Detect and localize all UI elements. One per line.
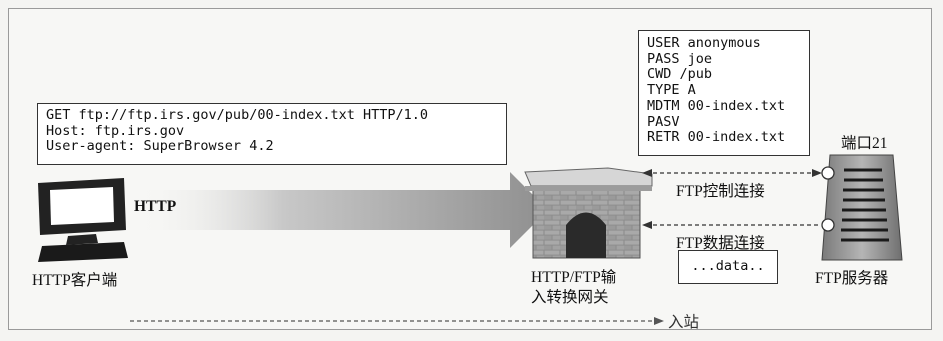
ftp-server-icon bbox=[821, 154, 903, 261]
ftp-command: PASV bbox=[647, 113, 680, 130]
gateway-label-line2: 入转换网关 bbox=[531, 289, 609, 306]
ftp-command: MDTM 00-index.txt bbox=[647, 97, 786, 114]
request-line: GET ftp://ftp.irs.gov/pub/00-index.txt H… bbox=[46, 107, 429, 123]
data-connection-label: FTP数据连接 bbox=[676, 235, 765, 252]
control-connection-line bbox=[642, 169, 822, 177]
ftp-command: RETR 00-index.txt bbox=[647, 129, 786, 146]
ftp-command: USER anonymous bbox=[647, 35, 761, 51]
control-connection-label: FTP控制连接 bbox=[676, 183, 765, 200]
data-box-label: ...data.. bbox=[691, 258, 765, 275]
ftp-command: CWD /pub bbox=[647, 66, 713, 83]
ftp-command: PASS joe bbox=[647, 50, 713, 67]
gateway-label-line1: HTTP/FTP输 bbox=[531, 269, 617, 286]
http-arrow bbox=[140, 172, 548, 248]
gateway-arch-icon bbox=[524, 167, 653, 259]
data-connection-line bbox=[642, 221, 818, 229]
port-label: 端口21 bbox=[841, 135, 888, 152]
user-agent-header: User-agent: SuperBrowser 4.2 bbox=[46, 138, 274, 154]
ftp-server-label: FTP服务器 bbox=[815, 270, 889, 287]
data-transfer-box: ...data.. bbox=[678, 250, 778, 284]
ftp-command: TYPE A bbox=[647, 82, 696, 99]
computer-icon bbox=[38, 178, 128, 262]
inbound-label: 入站 bbox=[668, 314, 700, 331]
inbound-arrow bbox=[130, 317, 664, 325]
http-request-box: GET ftp://ftp.irs.gov/pub/00-index.txt H… bbox=[37, 103, 507, 165]
http-label: HTTP bbox=[134, 198, 177, 215]
host-header: Host: ftp.irs.gov bbox=[46, 122, 185, 139]
client-label: HTTP客户端 bbox=[32, 272, 118, 289]
